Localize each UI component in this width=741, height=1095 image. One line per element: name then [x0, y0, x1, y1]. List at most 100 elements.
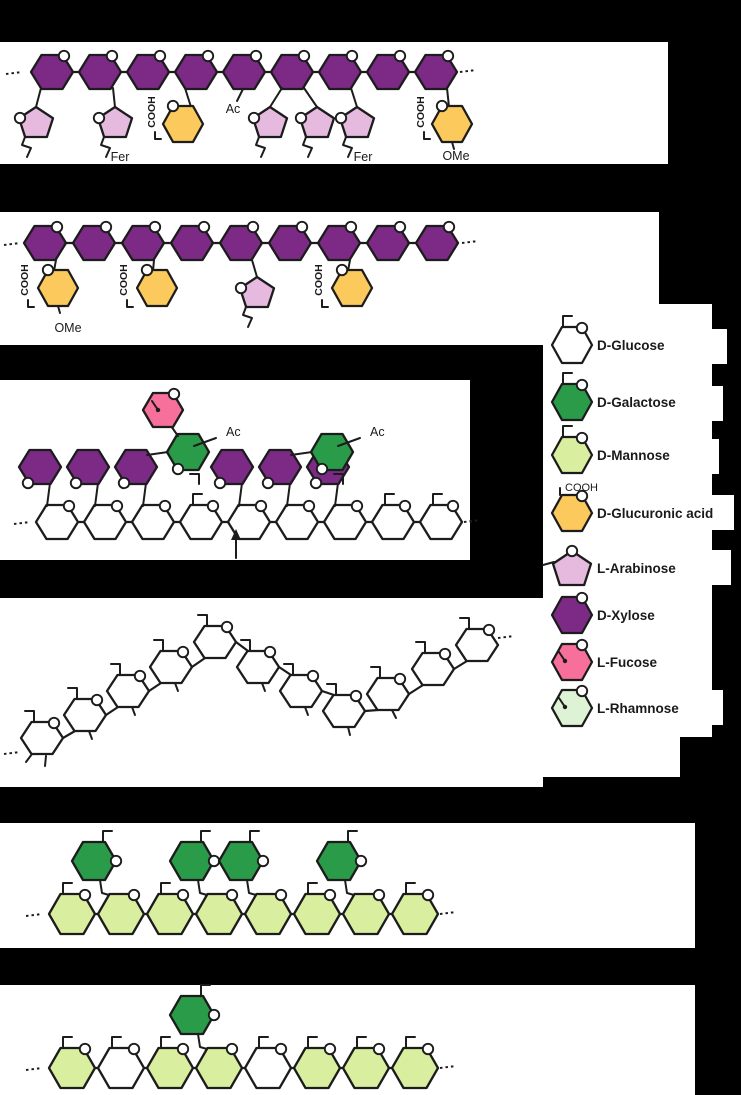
sugar-mannose — [47, 892, 97, 936]
bond-line — [197, 1033, 208, 1050]
bond-line — [333, 473, 344, 485]
ring-oxygen-icon — [105, 49, 119, 63]
bond-line — [62, 1036, 73, 1049]
ring-oxygen-icon — [372, 888, 386, 902]
legend-item-label: D-Galactose — [597, 395, 676, 410]
ring-oxygen-icon — [220, 620, 234, 634]
ring-oxygen-icon — [225, 888, 239, 902]
bond-line — [62, 882, 73, 895]
carboxyl-label: COOH — [19, 264, 31, 296]
bond-line — [100, 136, 111, 158]
chain-continues-dots — [13, 521, 31, 525]
ring-oxygen-icon — [261, 476, 275, 490]
bond-line — [432, 493, 443, 506]
sugar-glucose — [235, 649, 281, 685]
ring-oxygen-icon — [302, 499, 316, 513]
ring-oxygen-icon — [393, 49, 407, 63]
ring-oxygen-icon — [13, 111, 27, 125]
bond-line — [307, 1036, 318, 1049]
bond-line — [446, 87, 450, 108]
ring-oxygen-icon — [575, 489, 589, 503]
ring-oxygen-icon — [254, 499, 268, 513]
sugar-xylose — [169, 224, 215, 262]
ring-oxygen-icon — [62, 499, 76, 513]
ring-oxygen-icon — [201, 49, 215, 63]
sugar-glucose — [105, 673, 151, 709]
ring-oxygen-icon — [117, 476, 131, 490]
bond-line — [246, 879, 257, 896]
bond-line — [562, 425, 573, 438]
legend-bg-tab — [712, 439, 719, 474]
molecule-galactomannan — [25, 830, 457, 936]
bond-line — [104, 705, 120, 717]
chain-continues-dots — [497, 635, 515, 639]
deoxy-mark — [562, 658, 568, 664]
bond-line — [27, 299, 35, 308]
bond-line — [459, 617, 470, 630]
bond-line — [21, 136, 32, 158]
sugar-glucuronic-acid — [161, 104, 205, 144]
bond-line — [146, 451, 169, 456]
sugar-galactose — [168, 994, 216, 1036]
ring-oxygen-icon — [90, 693, 104, 707]
legend-swatch-arabinose — [551, 549, 593, 587]
ring-oxygen-icon — [274, 888, 288, 902]
ring-oxygen-icon — [171, 462, 185, 476]
ring-oxygen-icon — [99, 220, 113, 234]
ring-oxygen-icon — [315, 462, 329, 476]
legend-item-label: D-Glucose — [597, 338, 665, 353]
bond-line — [290, 451, 313, 456]
bond-line — [423, 131, 431, 140]
sugar-galactose — [309, 432, 355, 472]
bond-line — [452, 659, 469, 671]
sugar-glucose — [178, 503, 224, 541]
ring-oxygen-icon — [78, 888, 92, 902]
ring-oxygen-icon — [442, 220, 456, 234]
ring-oxygen-icon — [225, 1042, 239, 1056]
ring-oxygen-icon — [247, 111, 261, 125]
panel-bg-mixed-linkage-glucan — [0, 598, 543, 787]
carboxyl-label: COOH — [565, 482, 598, 494]
legend-item-galactose: D-Galactose — [550, 372, 676, 422]
ring-oxygen-icon — [57, 49, 71, 63]
deoxy-mark — [562, 704, 568, 710]
ring-oxygen-icon — [21, 476, 35, 490]
sugar-xylose — [413, 53, 459, 91]
bond-line — [192, 493, 203, 506]
sugar-xylose — [218, 224, 264, 262]
bond-line — [142, 482, 147, 507]
sugar-xylose — [120, 224, 166, 262]
legend-item-label: L-Arabinose — [597, 561, 676, 576]
chain-continues-dots — [3, 751, 21, 755]
bond-line — [258, 1036, 269, 1049]
ring-oxygen-icon — [263, 645, 277, 659]
position-arrow-icon — [231, 529, 241, 540]
ring-oxygen-icon — [158, 499, 172, 513]
bond-line — [160, 882, 171, 895]
bond-line — [238, 482, 243, 507]
sugar-xylose — [22, 224, 68, 262]
bond-line — [302, 136, 313, 158]
bond-line — [197, 614, 208, 627]
bond-line — [391, 709, 397, 719]
bond-line — [112, 87, 116, 108]
legend-bg-tab — [712, 386, 723, 421]
bond-line — [131, 706, 136, 716]
bond-line — [384, 493, 395, 506]
bond-line — [67, 687, 78, 700]
ring-oxygen-icon — [438, 647, 452, 661]
bond-line — [304, 706, 309, 716]
ring-oxygen-icon — [435, 99, 449, 113]
ring-oxygen-icon — [92, 111, 106, 125]
sugar-galactose — [217, 840, 265, 882]
bond-line — [286, 482, 291, 507]
sugar-glucose — [96, 1046, 146, 1090]
legend-item-arabinose: L-Arabinose — [542, 544, 676, 587]
ring-oxygen-icon — [109, 854, 123, 868]
bond-line — [153, 639, 164, 652]
sugar-glucuronic-acid — [430, 104, 474, 144]
sugar-xylose — [317, 53, 363, 91]
bond-line — [363, 708, 380, 713]
sugar-mannose — [47, 1046, 97, 1090]
